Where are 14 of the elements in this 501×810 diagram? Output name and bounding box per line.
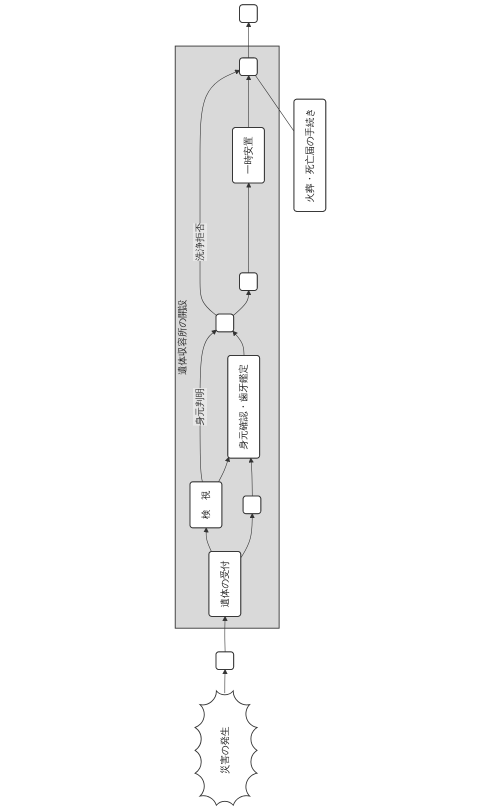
arrow <box>246 22 252 58</box>
arrow <box>222 669 228 694</box>
arrow <box>233 290 252 316</box>
arrow <box>204 527 212 552</box>
arrow <box>246 182 252 273</box>
edge-label: 洗浄拒否 <box>194 223 206 261</box>
connector <box>254 74 294 132</box>
arrow <box>218 456 230 482</box>
arrow <box>246 75 252 128</box>
arrow <box>248 458 254 496</box>
arrow <box>232 330 244 356</box>
arrow <box>222 616 228 652</box>
arrow <box>240 513 255 558</box>
edge-label: 身元判明 <box>194 388 206 426</box>
